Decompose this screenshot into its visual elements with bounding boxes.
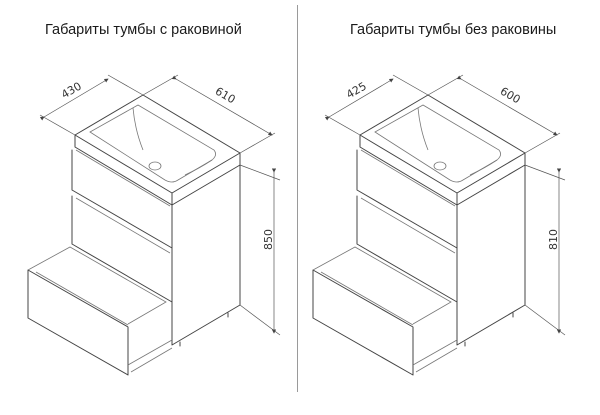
cabinet-with-sink (27, 94, 241, 376)
dim-width-610: 610 (213, 85, 238, 107)
dim-height-850: 850 (262, 229, 275, 250)
dim-depth-430: 430 (59, 80, 84, 102)
panel-title-without-sink: Габариты тумбы без раковины (350, 22, 557, 38)
panel-divider (297, 5, 298, 392)
panel-title-with-sink: Габариты тумбы с раковиной (45, 22, 242, 38)
dimensions-with-sink: 430 610 850 (39, 74, 281, 336)
dim-depth-425: 425 (344, 80, 369, 102)
dim-height-810: 810 (547, 229, 560, 250)
dimensions-without-sink: 425 600 810 (324, 74, 566, 336)
dim-width-600: 600 (498, 85, 523, 107)
cabinet-without-sink (312, 94, 526, 376)
